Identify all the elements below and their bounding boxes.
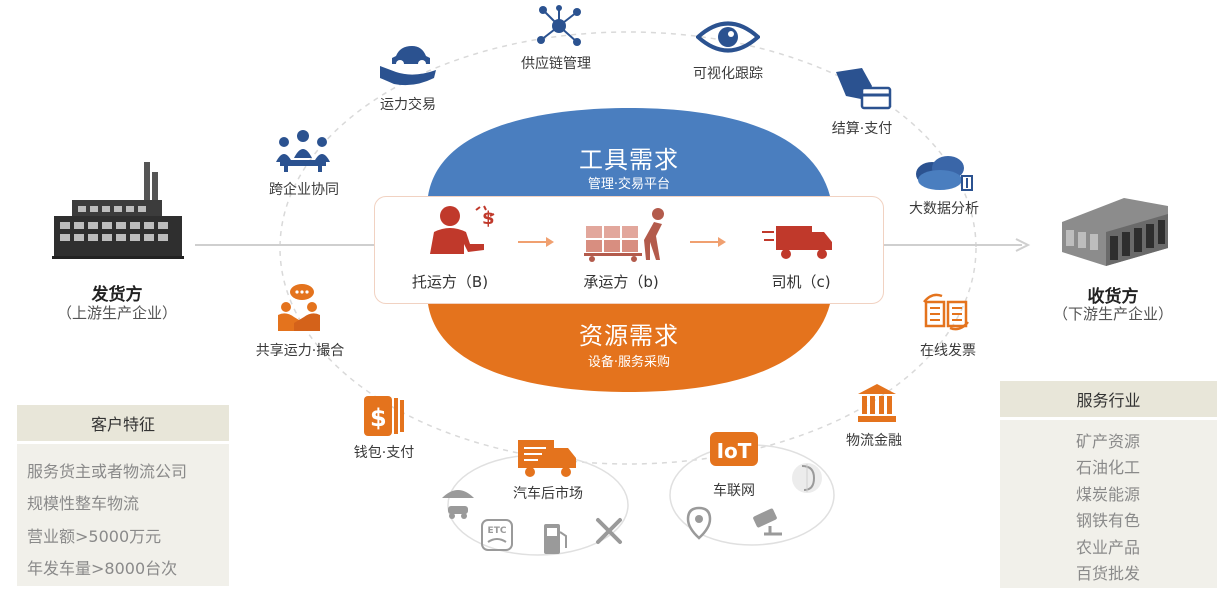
customer-panel-body: 服务货主或者物流公司 规模性整车物流 营业额>5000万元 年发车量>8000台… xyxy=(17,444,229,586)
cloud-icon xyxy=(916,156,973,191)
wallet-label: 钱包·支付 xyxy=(353,445,415,461)
supply-chain-label: 供应链管理 xyxy=(521,56,591,72)
resource-demand-title: 资源需求 xyxy=(579,322,679,350)
right-flow-arrowhead xyxy=(1015,238,1031,252)
bank-icon xyxy=(858,384,896,422)
shipper-title: 发货方 xyxy=(91,285,143,305)
industry-panel-header: 服务行业 xyxy=(1000,381,1217,417)
tool-demand-ellipse xyxy=(428,108,830,196)
shipper-b-label: 托运方（B) xyxy=(411,273,489,291)
factory-icon xyxy=(52,162,184,259)
svg-text:$: $ xyxy=(370,404,387,432)
businessman-icon: $ xyxy=(430,205,495,254)
eye-icon xyxy=(696,21,760,53)
customer-row: 营业额>5000万元 xyxy=(27,527,162,546)
svg-text:$: $ xyxy=(482,208,495,229)
hand-truck-icon xyxy=(584,208,664,262)
online-invoice-label: 在线发票 xyxy=(920,343,976,359)
service-ring xyxy=(279,31,977,465)
shared-capacity-label: 共享运力·撮合 xyxy=(255,343,345,359)
industry-row: 石油化工 xyxy=(1075,458,1141,477)
customer-row: 服务货主或者物流公司 xyxy=(27,462,188,481)
fuel-pump-icon xyxy=(544,524,567,554)
receiver-title: 收货方 xyxy=(1087,287,1139,307)
umbrella-car-icon xyxy=(442,490,474,519)
tool-demand-sub: 管理·交易平台 xyxy=(587,177,671,192)
meeting-icon xyxy=(276,130,330,172)
resource-demand-sub: 设备·服务采购 xyxy=(587,355,671,370)
hand-car-icon xyxy=(380,46,436,86)
iot-icon-text: IoT xyxy=(717,439,752,463)
camera-icon xyxy=(753,508,782,536)
industry-panel-body: 矿产资源 石油化工 煤炭能源 钢铁有色 农业产品 百货批发 xyxy=(1000,420,1217,588)
fast-truck-icon xyxy=(762,226,832,259)
big-data-label: 大数据分析 xyxy=(909,201,979,217)
handshake-chat-icon xyxy=(278,284,320,331)
face-scan-icon xyxy=(792,463,822,493)
customer-row: 年发车量>8000台次 xyxy=(27,559,178,578)
warehouse-icon xyxy=(1062,198,1168,266)
tools-icon xyxy=(596,518,622,544)
location-pin-icon xyxy=(686,506,712,540)
cross-collab-label: 跨企业协同 xyxy=(269,182,339,198)
arrow-right-icon-2 xyxy=(690,237,726,247)
driver-c-label: 司机（c) xyxy=(771,273,831,291)
industry-row: 钢铁有色 xyxy=(1075,511,1141,530)
shipper-sub: （上游生产企业） xyxy=(56,304,178,322)
capacity-trade-label: 运力交易 xyxy=(380,97,436,113)
industry-row: 矿产资源 xyxy=(1075,432,1141,451)
delivery-truck-icon xyxy=(518,440,576,477)
settlement-label: 结算·支付 xyxy=(831,121,893,137)
carrier-b-label: 承运方（b) xyxy=(583,273,659,291)
receiver-sub: （下游生产企业） xyxy=(1052,305,1174,323)
logistics-finance-label: 物流金融 xyxy=(846,433,902,449)
tool-demand-title: 工具需求 xyxy=(579,146,679,174)
iov-label: 车联网 xyxy=(713,483,755,499)
industry-row: 百货批发 xyxy=(1075,564,1141,583)
invoice-icon xyxy=(923,293,969,331)
visual-track-label: 可视化跟踪 xyxy=(693,66,763,82)
customer-row: 规模性整车物流 xyxy=(27,494,140,513)
arrow-right-icon xyxy=(518,237,554,247)
hand-card-icon xyxy=(836,68,892,110)
resource-demand-ellipse xyxy=(428,304,830,392)
customer-panel-header: 客户特征 xyxy=(17,405,229,441)
etc-icon-text: ETC xyxy=(488,526,507,536)
etc-icon: ETC xyxy=(481,519,513,551)
industry-row: 农业产品 xyxy=(1075,538,1141,557)
industry-row: 煤炭能源 xyxy=(1075,485,1141,504)
aftermarket-label: 汽车后市场 xyxy=(513,486,583,502)
iot-icon: IoT xyxy=(710,432,758,466)
wallet-dollar-icon: $ xyxy=(364,396,404,436)
network-icon xyxy=(537,5,581,46)
